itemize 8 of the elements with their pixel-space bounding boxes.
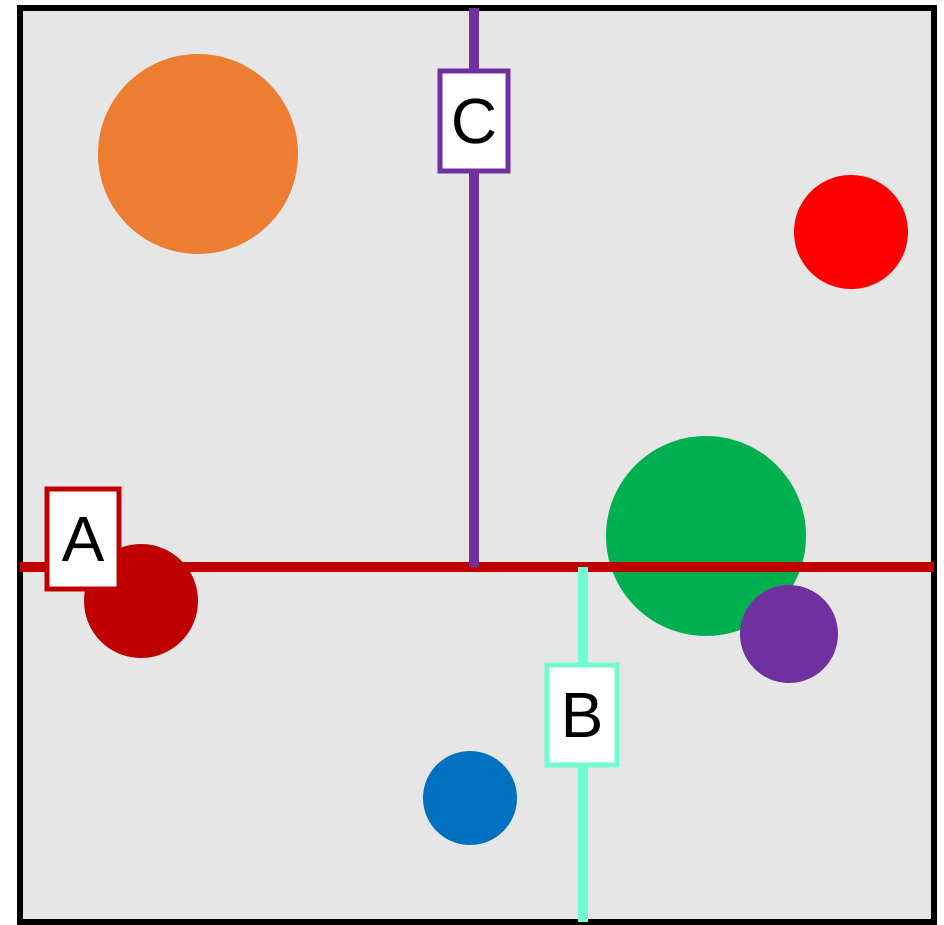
label-box: B bbox=[544, 662, 620, 768]
circle bbox=[606, 436, 806, 636]
label-box: A bbox=[44, 486, 122, 592]
label-box: C bbox=[438, 68, 510, 174]
circle bbox=[740, 585, 838, 683]
circle bbox=[794, 175, 908, 289]
circle bbox=[98, 54, 298, 254]
circle bbox=[423, 751, 517, 845]
